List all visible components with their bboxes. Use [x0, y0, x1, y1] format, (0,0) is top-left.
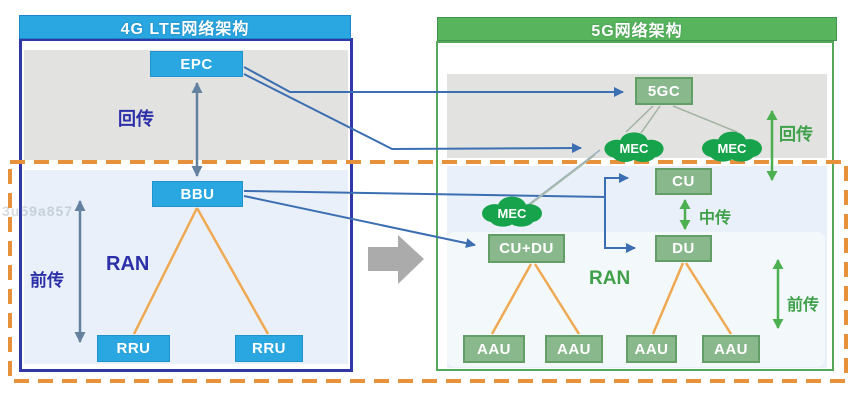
cudu-aau1-line [490, 263, 533, 335]
cudu-aau2-line [533, 263, 581, 335]
left-panel-header: 4G LTE网络架构 [19, 15, 351, 39]
5gc-mec1-line-b [640, 105, 661, 134]
mec-edge-mec1-line-a [527, 149, 601, 206]
du-aau3-line [651, 262, 685, 335]
bbu-to-cudu-line [243, 195, 476, 249]
right-backhaul-label: 回传 [779, 125, 813, 144]
left-panel-title: 4G LTE网络架构 [120, 21, 250, 38]
left-panel-frame [19, 38, 353, 372]
bbu-to-cu-line [604, 173, 629, 197]
cudu-node: CU+DU [488, 234, 565, 263]
right-panel-title: 5G网络架构 [591, 23, 683, 40]
right-panel-header: 5G网络架构 [437, 17, 837, 41]
aau1-node: AAU [463, 335, 525, 363]
aau4-node: AAU [702, 335, 760, 363]
left-backhaul-label: 回传 [118, 109, 154, 129]
epc-to-mec-line [243, 73, 582, 154]
rru1-node: RRU [97, 335, 170, 362]
watermark-text: 3u59a857 [2, 203, 74, 219]
5gc-mec1-line-a [625, 105, 654, 133]
mec-label-1: MEC [620, 141, 650, 156]
bbu-node: BBU [152, 181, 243, 207]
bbu-rru2-line [195, 207, 270, 335]
mec-label-edge: MEC [498, 206, 528, 221]
bbu-split-trunk-line [243, 190, 606, 198]
right-panel-frame [436, 41, 834, 371]
cu-node: CU [655, 168, 712, 195]
du-aau4-line [684, 262, 733, 335]
evolution-arrow-icon [368, 235, 424, 284]
rru2-node: RRU [235, 335, 303, 362]
mec-edge-mec1-line-b [522, 154, 596, 211]
transport-boundary-dashed-box [8, 160, 848, 383]
right-fronthaul-label: 前传 [787, 297, 820, 314]
left-fronthaul-label: 前传 [30, 271, 64, 290]
mec-label-2: MEC [718, 141, 748, 156]
epc-to-5gc-line [243, 66, 624, 97]
aau2-node: AAU [545, 335, 603, 363]
right-ran-label: RAN [589, 268, 631, 289]
left-ran-label: RAN [106, 253, 150, 275]
right-midhaul-label: 中传 [699, 210, 732, 227]
du-node: DU [655, 235, 712, 262]
bbu-to-du-line [604, 197, 636, 253]
aau3-node: AAU [626, 335, 677, 363]
bbu-rru1-line [132, 207, 199, 335]
5gc-node: 5GC [635, 77, 693, 105]
epc-node: EPC [150, 51, 243, 77]
5gc-mec2-line [672, 105, 738, 133]
